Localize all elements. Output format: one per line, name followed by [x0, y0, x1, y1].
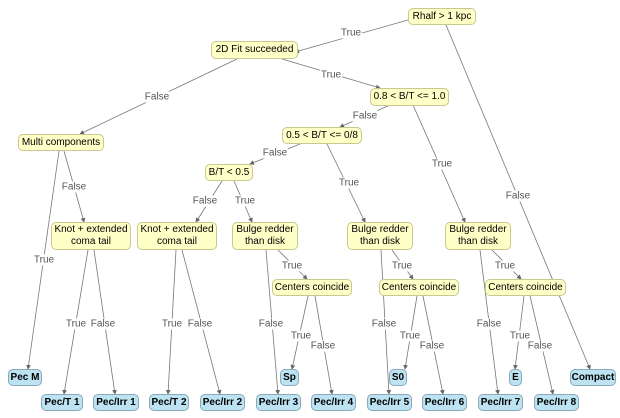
edge-label-false: False	[504, 190, 532, 202]
edge-label-false: False	[60, 181, 88, 193]
edge-label-true: True	[233, 195, 257, 207]
edge-label-true: True	[32, 254, 56, 266]
edge-label-true: True	[319, 69, 343, 81]
edge-label-false: False	[370, 318, 398, 330]
edge-label-false: False	[418, 340, 446, 352]
leaf-node-pecirr7: Pec/Irr 7	[478, 394, 523, 411]
decision-node-cent2: Centers coincide	[379, 279, 459, 296]
decision-node-multi: Multi components	[18, 134, 104, 151]
leaf-node-pect1: Pec/T 1	[41, 394, 83, 411]
decision-node-rhalf: Rhalf > 1 kpc	[408, 8, 476, 25]
decision-node-cent3: Centers coincide	[485, 279, 566, 296]
decision-node-knot2: Knot + extended coma tail	[137, 222, 217, 250]
edge-label-false: False	[261, 147, 289, 159]
edge-label-false: False	[309, 340, 337, 352]
edge-label-false: False	[526, 340, 554, 352]
leaf-node-pecirr4: Pec/Irr 4	[311, 394, 356, 411]
edge-label-true: True	[337, 177, 361, 189]
decision-node-bt05: 0.5 < B/T <= 0/8	[282, 127, 362, 144]
edge-label-false: False	[143, 91, 171, 103]
decision-node-bt08: 0.8 < B/T <= 1.0	[370, 88, 449, 106]
edge-label-true: True	[493, 260, 517, 272]
decision-node-btlt: B/T < 0.5	[205, 164, 253, 181]
edge-label-true: True	[280, 260, 304, 272]
leaf-node-pecirr2: Pec/Irr 2	[200, 394, 245, 411]
edge-label-true: True	[289, 330, 313, 342]
edge-label-false: False	[191, 195, 219, 207]
decision-node-bulge3: Bulge redder than disk	[445, 222, 511, 250]
edge-label-false: False	[351, 110, 379, 122]
edge-label-false: False	[89, 318, 117, 330]
edge-label-true: True	[64, 318, 88, 330]
edge-label-false: False	[475, 318, 503, 330]
leaf-node-pecirr8: Pec/Irr 8	[534, 394, 579, 411]
edge-label-false: False	[257, 318, 285, 330]
decision-node-fit2d: 2D Fit succeeded	[211, 41, 298, 59]
leaf-node-pecirr5: Pec/Irr 5	[367, 394, 412, 411]
decision-node-bulge2: Bulge redder than disk	[347, 222, 413, 250]
leaf-node-pecirr1: Pec/Irr 1	[93, 394, 139, 411]
edge-label-true: True	[430, 158, 454, 170]
decision-node-knot1: Knot + extended coma tail	[51, 222, 131, 250]
edge-label-true: True	[508, 330, 532, 342]
leaf-node-pecm: Pec M	[8, 369, 42, 386]
leaf-node-e: E	[509, 369, 522, 386]
edge-label-true: True	[398, 330, 422, 342]
edge-label-true: True	[339, 27, 363, 39]
leaf-node-sp: Sp	[280, 369, 299, 386]
edge-label-true: True	[390, 260, 414, 272]
leaf-node-compact: Compact	[570, 369, 616, 386]
edge-label-true: True	[160, 318, 184, 330]
leaf-node-pecirr6: Pec/Irr 6	[422, 394, 467, 411]
edge-label-false: False	[186, 318, 214, 330]
decision-node-bulge1: Bulge redder than disk	[232, 222, 298, 250]
leaf-node-s0: S0	[389, 369, 407, 386]
decision-node-cent1: Centers coincide	[272, 279, 352, 296]
leaf-node-pect2: Pec/T 2	[149, 394, 189, 411]
leaf-node-pecirr3: Pec/Irr 3	[256, 394, 301, 411]
